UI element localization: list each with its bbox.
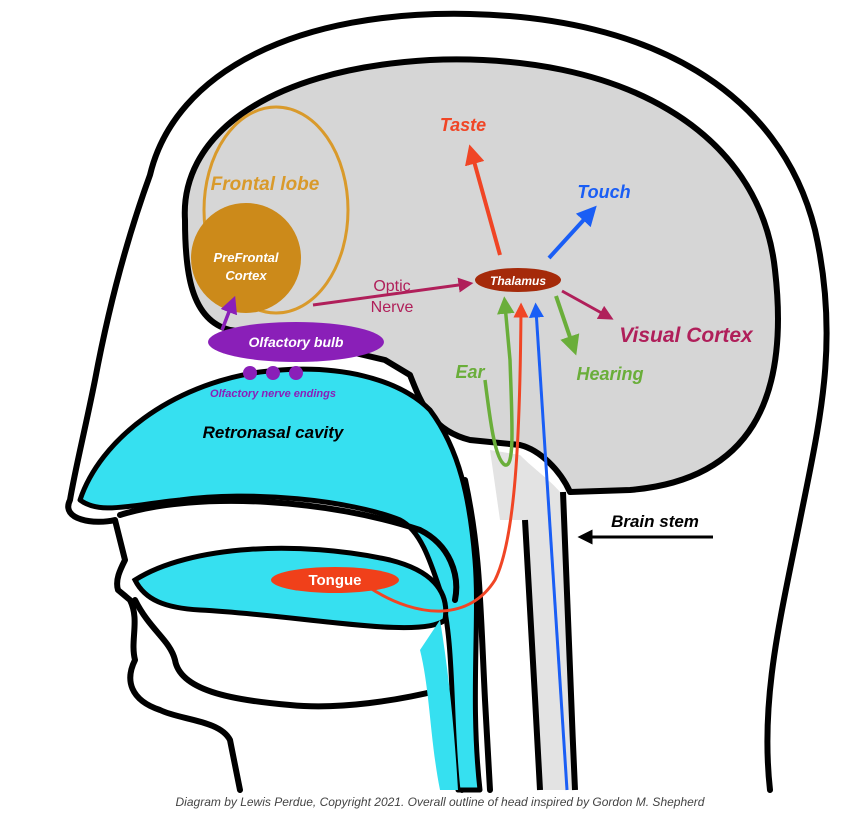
retronasal-cavity-label: Retronasal cavity [203,423,345,442]
head-outline [65,10,830,793]
brain-stem-label: Brain stem [611,512,699,531]
frontal-lobe-label: Frontal lobe [211,174,320,195]
touch-pathway [528,302,569,791]
prefrontal-label-line1: PreFrontal [213,250,278,265]
nerve-ending-dot [243,366,257,380]
touch-arrow [547,205,597,260]
taste-arrow [465,144,502,256]
brain-stem-outline [522,491,578,791]
tongue [271,567,399,593]
prefrontal-label-line2: Cortex [225,268,267,283]
hearing-label: Hearing [576,364,643,384]
ear-pathway [483,296,515,467]
visual-cortex-label: Visual Cortex [619,324,754,347]
olfactory-bulb-label: Olfactory bulb [249,334,344,350]
thalamus-label: Thalamus [490,274,546,288]
hearing-arrow [554,295,580,356]
thalamus [475,268,561,292]
optic-nerve-label-line1: Optic [373,278,410,295]
lower-cavity [420,620,458,790]
prefrontal-cortex [191,203,301,313]
olfactory-to-prefrontal-arrow [220,295,238,331]
caption: Diagram by Lewis Perdue, Copyright 2021.… [176,795,705,809]
optic-nerve-label-line2: Nerve [371,299,414,316]
ear-label: Ear [455,362,485,382]
olfactory-bulb [208,322,384,362]
tongue-pathway [369,302,529,613]
touch-label: Touch [577,182,630,202]
palate-line [117,497,460,603]
olfactory-nerve-endings-label: Olfactory nerve endings [210,388,336,400]
jaw-line [132,597,443,710]
nerve-ending-dot [266,366,280,380]
frontal-lobe-outline [202,105,350,315]
visual-cortex-arrow [561,289,614,320]
taste-label: Taste [440,115,486,135]
nerve-ending-dot [289,366,303,380]
tongue-label: Tongue [308,572,361,589]
optic-nerve-arrow [312,277,474,307]
